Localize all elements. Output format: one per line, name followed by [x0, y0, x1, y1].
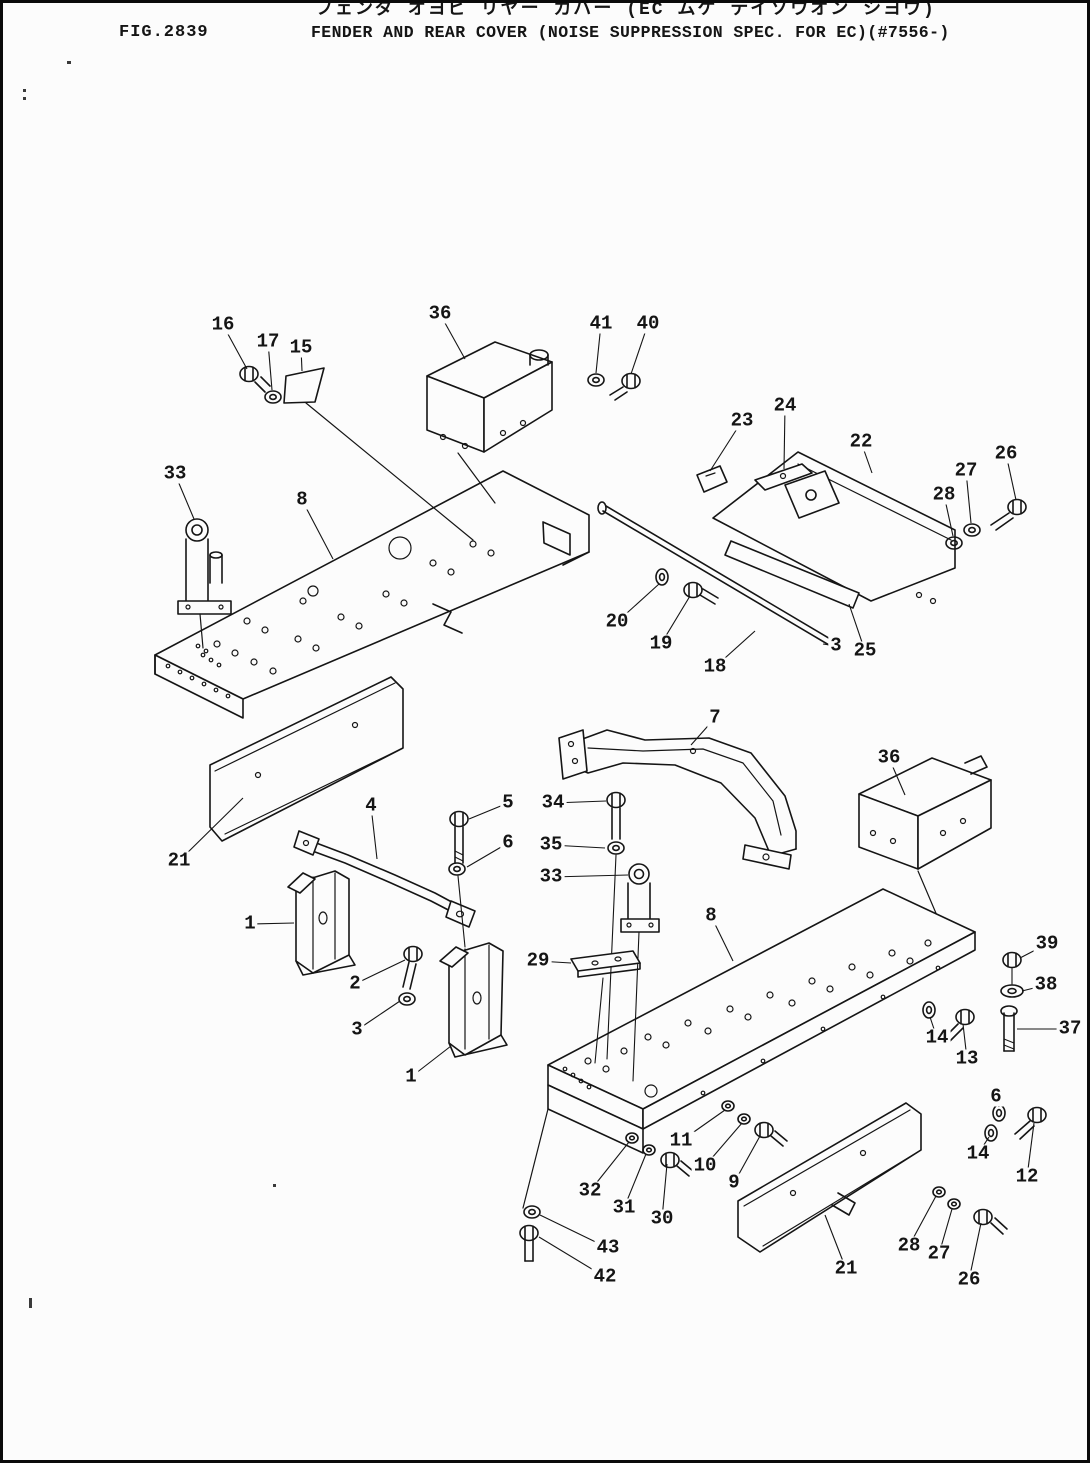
- part-label-29-32: 29: [524, 949, 552, 972]
- part-label-12-41: 12: [1013, 1165, 1041, 1188]
- part-label-6-25: 6: [500, 831, 516, 854]
- plate-15: [283, 367, 325, 404]
- part-label-26-53: 26: [955, 1268, 983, 1291]
- part-label-38-35: 38: [1032, 973, 1060, 996]
- part-label-1-28: 1: [242, 912, 258, 935]
- part-label-13-38: 13: [953, 1047, 981, 1070]
- part-label-4-22: 4: [363, 794, 379, 817]
- figure-number: FIG.2839: [119, 23, 209, 42]
- part-label-42-49: 42: [591, 1265, 619, 1288]
- part-label-34-24: 34: [539, 791, 567, 814]
- part-label-11-42: 11: [667, 1129, 695, 1152]
- part-label-23-6: 23: [728, 409, 756, 432]
- part-label-7-20: 7: [707, 706, 723, 729]
- part-label-32-45: 32: [576, 1179, 604, 1202]
- leader-line: [354, 959, 406, 985]
- part-label-17-1: 17: [254, 330, 282, 353]
- part-label-27-52: 27: [925, 1242, 953, 1265]
- leader-line: [301, 499, 334, 560]
- scan-artifact: [29, 1298, 32, 1308]
- part-label-1-31: 1: [403, 1065, 419, 1088]
- part-label-18-16: 18: [701, 655, 729, 678]
- part-label-25-18: 25: [851, 639, 879, 662]
- part-label-24-7: 24: [771, 394, 799, 417]
- part-label-8-13: 8: [294, 488, 310, 511]
- exploded-diagram: [154, 341, 1047, 1262]
- part-label-28-11: 28: [930, 483, 958, 506]
- part-label-35-26: 35: [537, 833, 565, 856]
- part-label-27-10: 27: [952, 459, 980, 482]
- part-label-20-14: 20: [603, 610, 631, 633]
- part-label-41-4: 41: [587, 312, 615, 335]
- part-label-5-23: 5: [500, 791, 516, 814]
- part-label-33-12: 33: [161, 462, 189, 485]
- part-label-21-50: 21: [832, 1257, 860, 1280]
- part-label-30-47: 30: [648, 1207, 676, 1230]
- part-label-31-46: 31: [610, 1196, 638, 1219]
- part-label-16-0: 16: [209, 313, 237, 336]
- part-label-3-17: 3: [828, 634, 844, 657]
- part-label-36-3: 36: [426, 302, 454, 325]
- part-label-3-30: 3: [349, 1018, 365, 1041]
- rear-cover-panel: [712, 451, 956, 602]
- part-label-14-40: 14: [964, 1142, 992, 1165]
- part-label-26-9: 26: [992, 442, 1020, 465]
- title-japanese: フェンダ オヨビ リヤー カバー (EC ムケ テイソウオン シヨウ): [315, 0, 936, 20]
- part-label-36-21: 36: [875, 746, 903, 769]
- scan-artifact: [23, 89, 26, 92]
- part-label-39-34: 39: [1033, 932, 1061, 955]
- part-label-14-37: 14: [923, 1026, 951, 1049]
- part-label-21-19: 21: [165, 849, 193, 872]
- part-label-9-44: 9: [726, 1171, 742, 1194]
- part-label-37-36: 37: [1056, 1017, 1084, 1040]
- leader-line: [783, 405, 786, 470]
- leader-line: [178, 797, 244, 862]
- part-label-19-15: 19: [647, 632, 675, 655]
- part-label-22-8: 22: [847, 430, 875, 453]
- part-label-33-27: 33: [537, 865, 565, 888]
- scan-artifact: [67, 61, 71, 64]
- part-label-10-43: 10: [691, 1154, 719, 1177]
- part-label-2-29: 2: [347, 972, 363, 995]
- part-label-40-5: 40: [634, 312, 662, 335]
- scan-artifact: [273, 1184, 276, 1187]
- page-title: FENDER AND REAR COVER (NOISE SUPPRESSION…: [311, 23, 950, 42]
- part-label-15-2: 15: [287, 336, 315, 359]
- scan-artifact: [23, 97, 26, 100]
- part-label-6-39: 6: [988, 1085, 1004, 1108]
- part-label-28-51: 28: [895, 1234, 923, 1257]
- part-label-43-48: 43: [594, 1236, 622, 1259]
- part-label-8-33: 8: [703, 904, 719, 927]
